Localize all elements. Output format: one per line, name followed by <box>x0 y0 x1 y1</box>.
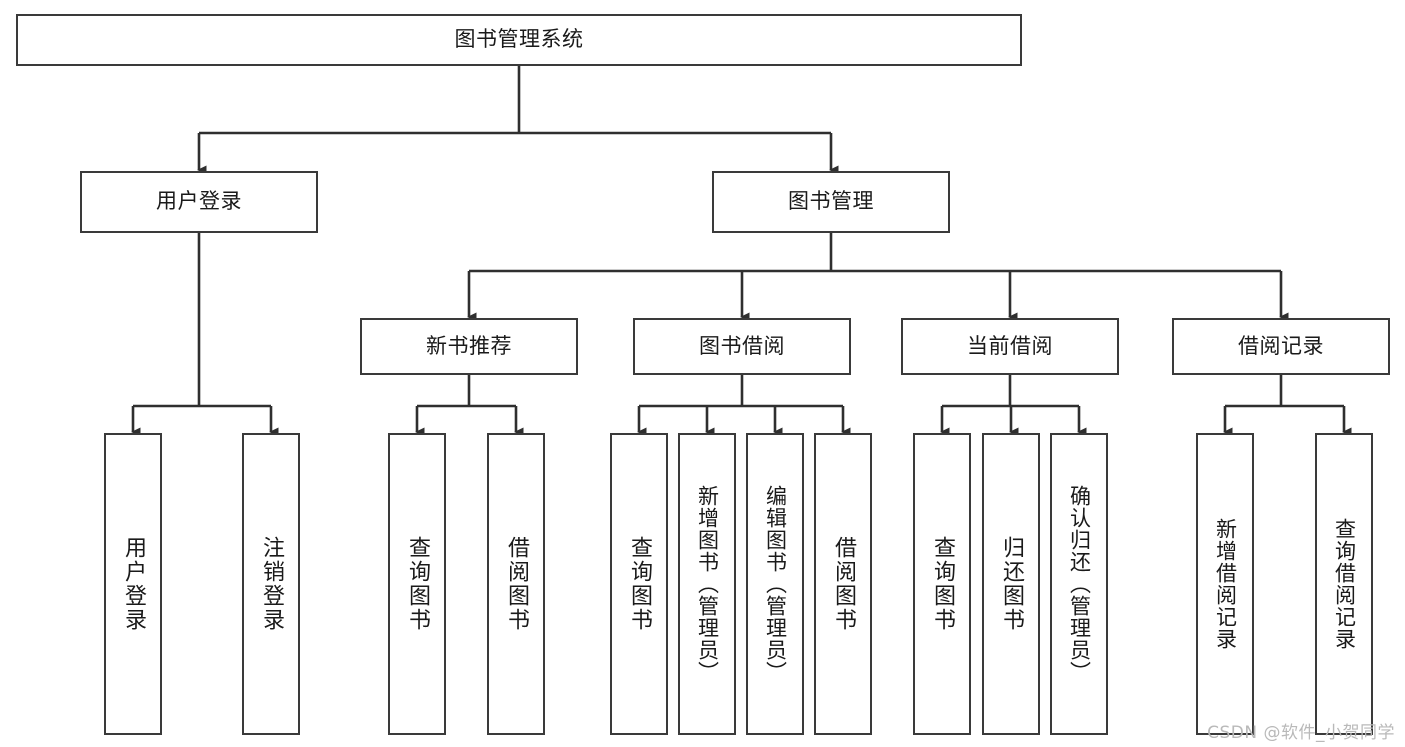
leaf-node-box[interactable]: 借阅图书 <box>487 433 545 735</box>
level2-node-box[interactable]: 新书推荐 <box>360 318 578 375</box>
level2-node-box[interactable]: 图书借阅 <box>633 318 851 375</box>
node-label: 借阅图书 <box>831 536 856 632</box>
leaf-node-box[interactable]: 查询借阅记录 <box>1315 433 1373 735</box>
node-label: 编辑图书（管理员） <box>763 485 788 683</box>
node-label: 归还图书 <box>999 536 1024 632</box>
node-label: 查询图书 <box>405 536 430 632</box>
watermark-label: CSDN @软件_小贺同学 <box>1207 723 1395 743</box>
node-label: 注销登录 <box>259 536 284 632</box>
node-label: 图书管理系统 <box>454 27 584 52</box>
node-label: 确认归还（管理员） <box>1067 485 1092 683</box>
leaf-node-box[interactable]: 编辑图书（管理员） <box>746 433 804 735</box>
node-label: 新增借阅记录 <box>1213 518 1238 650</box>
leaf-node-box[interactable]: 新增图书（管理员） <box>678 433 736 735</box>
level1-node-box[interactable]: 用户登录 <box>80 171 318 233</box>
node-label: 用户登录 <box>121 536 146 632</box>
leaf-node-box[interactable]: 归还图书 <box>982 433 1040 735</box>
node-label: 图书借阅 <box>699 333 785 358</box>
leaf-node-box[interactable]: 查询图书 <box>610 433 668 735</box>
node-label: 新增图书（管理员） <box>695 485 720 683</box>
leaf-node-box[interactable]: 查询图书 <box>913 433 971 735</box>
node-label: 新书推荐 <box>426 333 512 358</box>
node-label: 借阅记录 <box>1238 333 1324 358</box>
node-label: 当前借阅 <box>967 333 1053 358</box>
node-label: 图书管理 <box>788 189 874 214</box>
node-label: 查询图书 <box>627 536 652 632</box>
level2-node-box[interactable]: 借阅记录 <box>1172 318 1390 375</box>
leaf-node-box[interactable]: 注销登录 <box>242 433 300 735</box>
node-label: 查询图书 <box>930 536 955 632</box>
leaf-node-box[interactable]: 借阅图书 <box>814 433 872 735</box>
node-label: 借阅图书 <box>504 536 529 632</box>
node-label: 查询借阅记录 <box>1332 518 1357 650</box>
leaf-node-box[interactable]: 新增借阅记录 <box>1196 433 1254 735</box>
root-node-box[interactable]: 图书管理系统 <box>16 14 1022 66</box>
node-label: 用户登录 <box>156 189 242 214</box>
leaf-node-box[interactable]: 确认归还（管理员） <box>1050 433 1108 735</box>
level2-node-box[interactable]: 当前借阅 <box>901 318 1119 375</box>
leaf-node-box[interactable]: 用户登录 <box>104 433 162 735</box>
leaf-node-box[interactable]: 查询图书 <box>388 433 446 735</box>
level1-node-box[interactable]: 图书管理 <box>712 171 950 233</box>
